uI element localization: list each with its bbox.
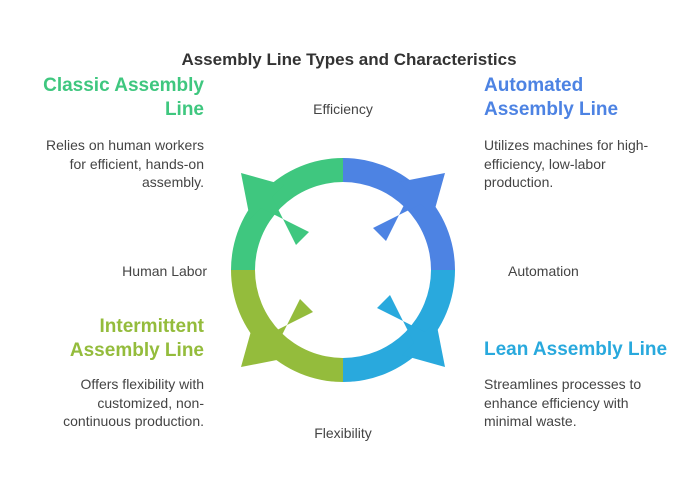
- automated-desc-line3: production.: [484, 174, 554, 190]
- intermittent-assembly-description: Offers flexibility with customized, non-…: [20, 375, 204, 431]
- ring-arc-intermittent: [231, 270, 343, 382]
- cycle-segment-lean: [343, 270, 455, 382]
- automated-desc-line2: efficiency, low-labor: [484, 155, 606, 172]
- arrow-lean: [377, 295, 445, 367]
- lean-assembly-description: Streamlines processes to enhance efficie…: [484, 375, 684, 431]
- axis-label-human-labor: Human Labor: [122, 263, 207, 279]
- arrow-intermittent: [241, 299, 313, 367]
- cycle-segment-automated: [343, 158, 455, 270]
- lean-desc-line3: minimal waste.: [484, 413, 577, 429]
- intermittent-desc-line1: Offers flexibility with: [80, 376, 204, 392]
- intermittent-heading-line1: Intermittent: [99, 316, 205, 337]
- cycle-segment-intermittent: [231, 270, 343, 382]
- lean-desc-line2: enhance efficiency with: [484, 394, 629, 411]
- diagram-title: Assembly Line Types and Characteristics: [181, 50, 517, 69]
- classic-heading-line1: Classic Assembly: [43, 75, 204, 96]
- ring-arc-automated: [343, 158, 455, 270]
- automated-heading-line1: Automated: [484, 75, 584, 96]
- intermittent-desc-line2: customized, non-: [97, 394, 204, 411]
- automated-desc-line1: Utilizes machines for high-: [484, 137, 649, 153]
- lean-assembly-heading: Lean Assembly Line: [484, 338, 684, 362]
- automated-assembly-heading: Automated Assembly Line: [484, 74, 684, 122]
- arrow-classic: [241, 173, 309, 245]
- intermittent-assembly-heading: Intermittent Assembly Line: [20, 315, 204, 363]
- classic-desc-line1: Relies on human workers: [46, 137, 204, 153]
- axis-label-efficiency: Efficiency: [313, 101, 373, 117]
- cycle-segment-classic: [231, 158, 343, 270]
- arrow-automated: [373, 173, 445, 241]
- classic-assembly-heading: Classic Assembly Line: [20, 74, 204, 122]
- ring-arc-classic: [231, 158, 343, 270]
- intermittent-desc-line3: continuous production.: [63, 413, 204, 429]
- lean-desc-line1: Streamlines processes to: [484, 376, 642, 392]
- classic-desc-line2: for efficient, hands-on: [69, 155, 204, 172]
- axis-label-flexibility: Flexibility: [314, 425, 372, 441]
- axis-label-automation: Automation: [508, 263, 579, 279]
- intermittent-heading-line2: Assembly Line: [69, 340, 204, 361]
- automated-heading-line2: Assembly Line: [484, 99, 619, 120]
- ring-arc-lean: [343, 270, 455, 382]
- automated-assembly-description: Utilizes machines for high- efficiency, …: [484, 136, 684, 192]
- classic-desc-line3: assembly.: [142, 174, 204, 190]
- classic-assembly-description: Relies on human workers for efficient, h…: [20, 136, 204, 192]
- lean-heading-line1: Lean Assembly Line: [484, 339, 668, 360]
- classic-heading-line2: Line: [164, 99, 204, 120]
